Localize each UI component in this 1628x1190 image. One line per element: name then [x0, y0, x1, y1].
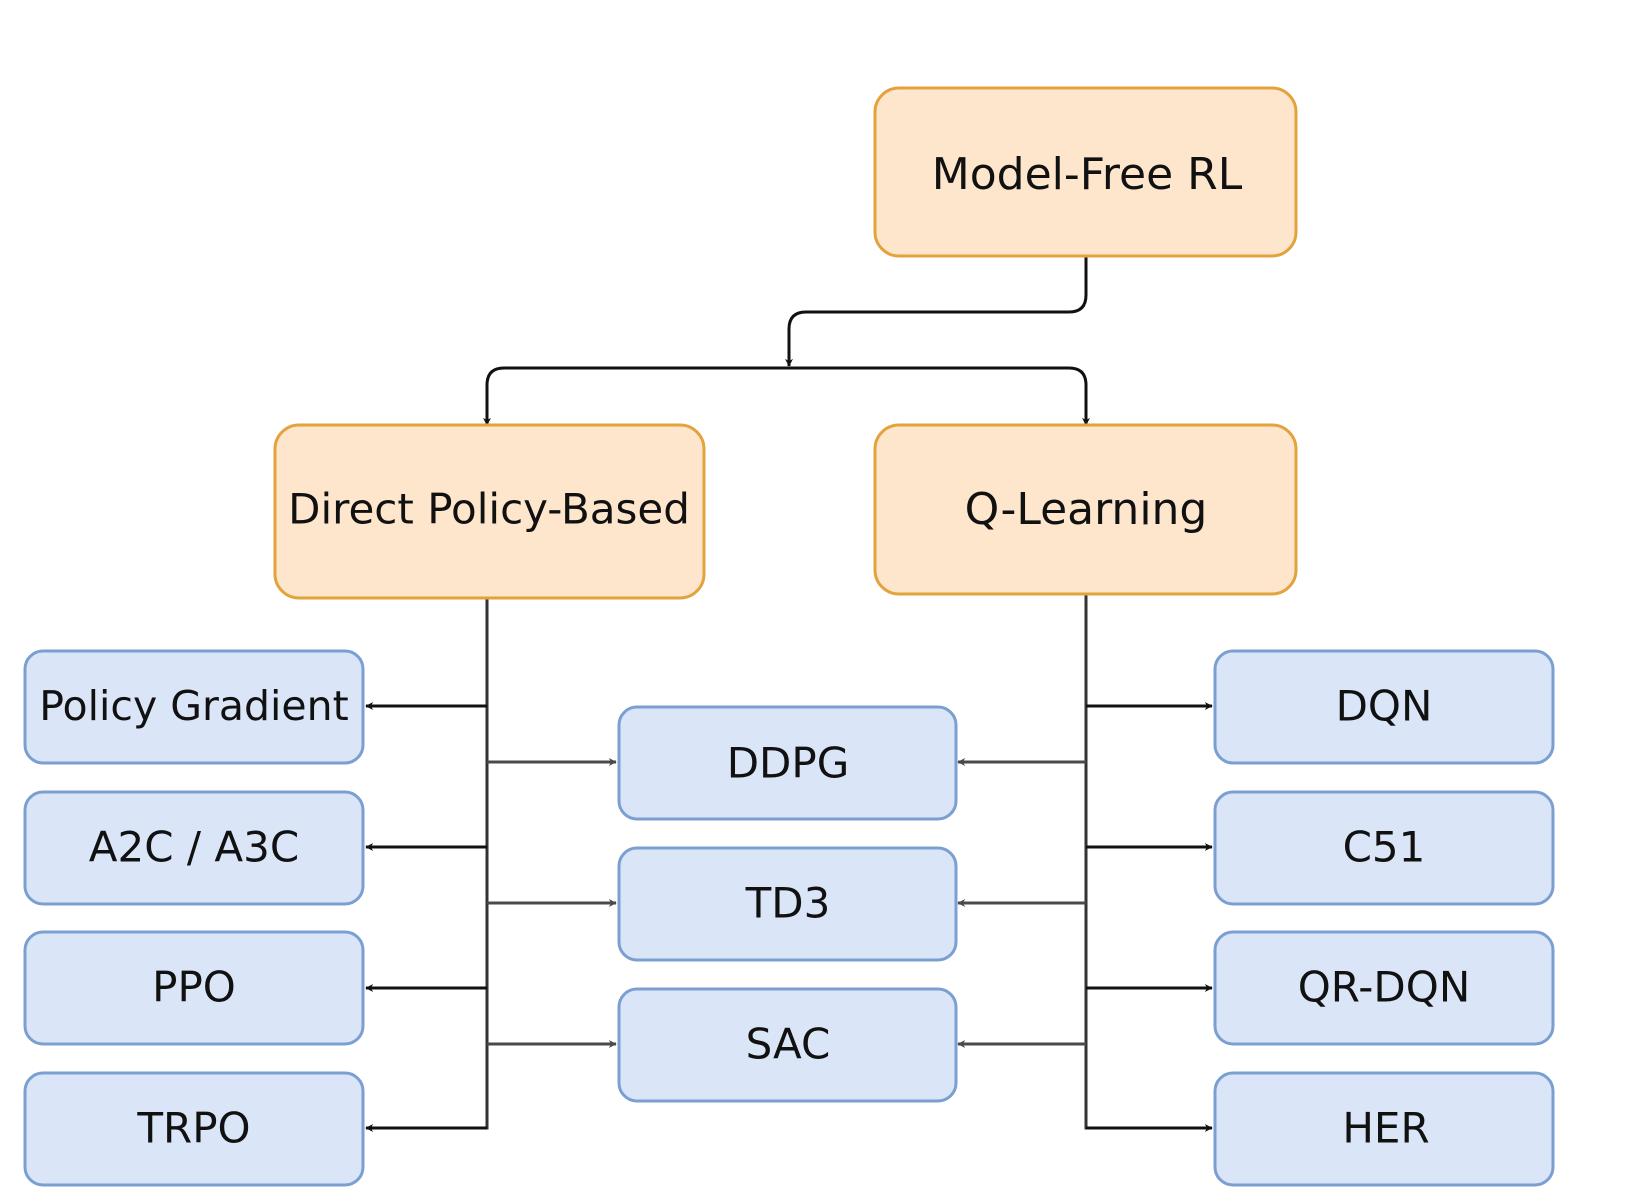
- node-td3-label: TD3: [745, 879, 831, 928]
- node-ppo: PPO: [23, 930, 365, 1046]
- node-dqn-label: DQN: [1336, 682, 1433, 731]
- node-her-label: HER: [1342, 1104, 1429, 1153]
- connector-layer: [365, 256, 1213, 1132]
- node-a2c-a3c: A2C / A3C: [23, 790, 365, 906]
- node-sac: SAC: [617, 987, 958, 1103]
- edge-root-down: [785, 256, 1088, 367]
- edge-root-to-q-learning: [789, 366, 1090, 426]
- policy-trunk: [370, 598, 489, 1130]
- node-model-free-rl: Model-Free RL: [873, 86, 1298, 258]
- node-policy-gradient-label: Policy Gradient: [39, 682, 348, 730]
- node-trpo-label: TRPO: [136, 1104, 250, 1153]
- node-a2c-a3c-label: A2C / A3C: [89, 823, 299, 872]
- edge-root-to-policy-based: [483, 366, 789, 426]
- node-q-learning: Q-Learning: [873, 423, 1298, 596]
- node-dqn: DQN: [1213, 649, 1555, 765]
- node-c51-label: C51: [1343, 823, 1426, 872]
- q-trunk: [1084, 594, 1190, 1130]
- node-direct-policy-based: Direct Policy-Based: [273, 423, 706, 600]
- node-model-free-rl-label: Model-Free RL: [932, 149, 1243, 200]
- node-ddpg-label: DDPG: [727, 739, 850, 788]
- node-trpo: TRPO: [23, 1071, 365, 1187]
- node-ppo-label: PPO: [152, 963, 236, 1012]
- node-her: HER: [1213, 1071, 1555, 1187]
- node-qr-dqn: QR-DQN: [1213, 930, 1555, 1046]
- node-policy-gradient: Policy Gradient: [23, 649, 365, 765]
- node-qr-dqn-label: QR-DQN: [1298, 963, 1471, 1012]
- node-c51: C51: [1213, 790, 1555, 906]
- node-q-learning-label: Q-Learning: [965, 484, 1208, 535]
- node-td3: TD3: [617, 846, 958, 962]
- node-ddpg: DDPG: [617, 705, 958, 821]
- node-direct-policy-based-label: Direct Policy-Based: [288, 485, 690, 534]
- node-sac-label: SAC: [746, 1020, 831, 1069]
